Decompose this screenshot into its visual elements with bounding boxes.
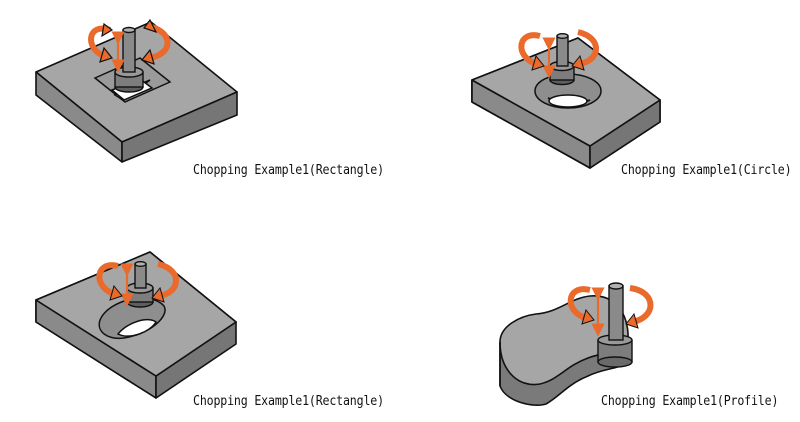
workpiece-block [35, 251, 237, 399]
cutting-tool-icon [114, 26, 144, 93]
example-1-illustration [35, 18, 238, 163]
caption-example-3: Chopping Example1(Rectangle) [193, 393, 384, 409]
example-3-illustration [35, 251, 237, 399]
caption-example-1: Chopping Example1(Rectangle) [193, 162, 384, 178]
example-2-illustration [471, 29, 661, 169]
rounded-rectangular-pocket [98, 297, 166, 340]
example-4-illustration [499, 282, 654, 406]
caption-example-2: Chopping Example1(Circle) [621, 162, 792, 178]
rotation-arrow-icon [96, 261, 179, 303]
rotation-arrow-icon [567, 285, 654, 329]
cutting-tool-icon [597, 282, 633, 368]
caption-example-4: Chopping Example1(Profile) [601, 393, 779, 409]
rotation-arrow-icon [88, 18, 171, 65]
rotation-arrow-icon [518, 29, 599, 71]
